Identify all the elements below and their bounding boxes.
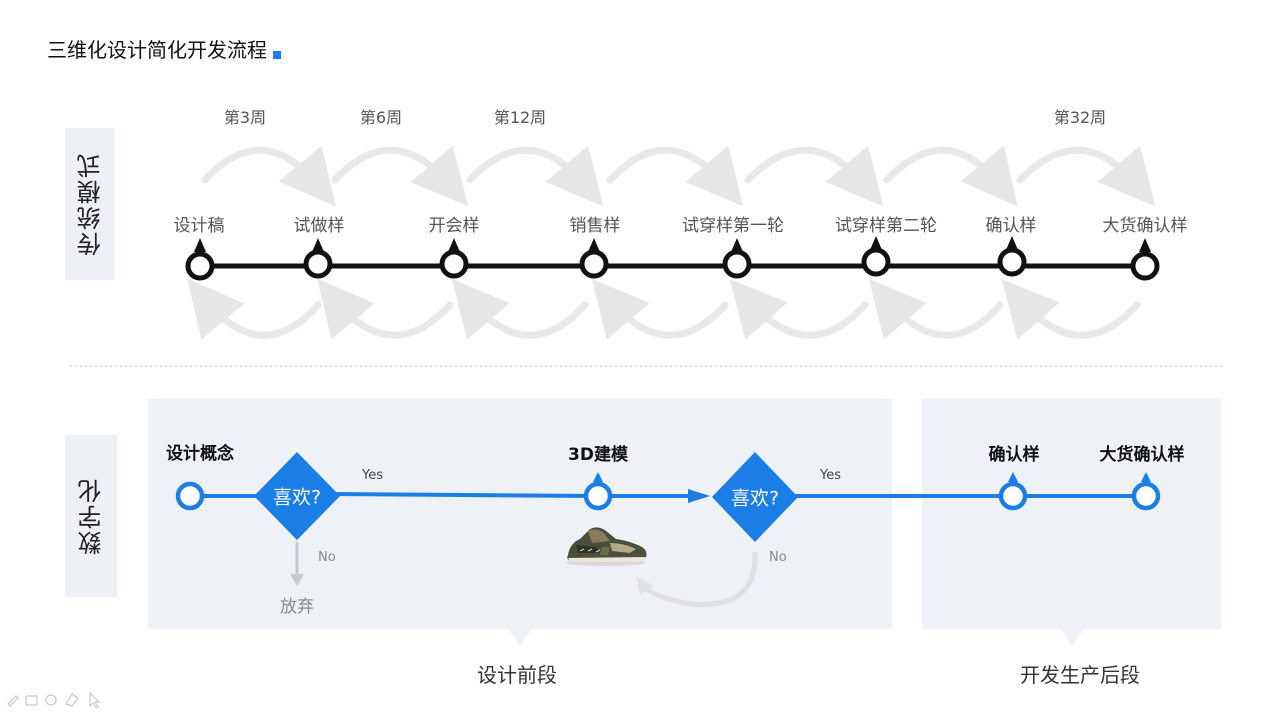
step-label: 试做样 [293,216,345,236]
eraser-icon [65,693,79,707]
cycle-arrow [883,145,1018,207]
step-label: 开会样 [428,216,480,236]
week-label: 第3周 [223,108,267,127]
cycle-arrow [868,278,1004,340]
cycle-arrow [451,278,589,340]
lower-cycle-arrows [187,278,1141,340]
node-label-bulk-confirm: 大货确认样 [1099,445,1185,465]
flow-line [329,492,599,498]
no-arrow-head [290,574,304,586]
node-label-confirm-sample: 确认样 [988,445,1040,465]
no-label-2: No [769,550,787,565]
production-back-panel [922,399,1221,629]
loop-back-arrow [640,551,758,608]
digital-node [583,472,613,511]
cycle-arrow [1016,145,1156,207]
timeline-node [1130,238,1160,281]
zoom-icon [45,694,57,706]
front-panel-pointer [508,629,532,645]
step-label: 设计稿 [173,216,225,236]
stage-label-back: 开发生产后段 [1020,663,1140,687]
node-label-design-concept: 设计概念 [166,444,234,464]
week-label: 第12周 [493,108,547,127]
yes-label-2: Yes [820,468,841,483]
cycle-arrow [606,145,744,207]
timeline-node [185,238,215,281]
presentation-toolbar [7,691,101,709]
digital-node [175,481,205,511]
traditional-side-label: 传统模式 [65,128,115,280]
no-label-1: No [318,550,336,565]
week-label: 第6周 [359,108,403,127]
sneaker-image [566,527,647,566]
upper-cycle-arrows [201,145,1156,207]
page-title: 三维化设计简化开发流程 [47,34,281,63]
traditional-nodes [185,236,1160,281]
loop-back-arrowhead [636,576,654,594]
flow-arrowhead [688,489,710,503]
title-accent-square [273,51,281,59]
yes-label-1: Yes [362,468,383,483]
cycle-arrow [1001,279,1141,340]
step-label: 试穿样第一轮 [682,216,784,236]
cycle-arrow [331,145,469,207]
step-label: 销售样 [569,216,621,236]
cycle-arrow [591,278,729,340]
timeline-node [439,238,469,279]
decision-diamond-2 [712,452,798,542]
back-panel-pointer [1060,629,1084,645]
digital-node [998,472,1028,511]
step-label: 大货确认样 [1102,216,1188,236]
timeline-node [303,238,333,279]
cycle-arrow [201,145,336,207]
week-label: 第32周 [1053,108,1107,127]
node-label-3d-modeling: 3D建模 [568,445,628,465]
cycle-arrow [729,279,869,340]
timeline-node [579,238,609,279]
timeline-node [997,236,1027,277]
cycle-arrow [317,278,454,340]
page-title-text: 三维化设计简化开发流程 [47,38,267,62]
give-up-label: 放弃 [280,597,314,617]
pen-icon [7,695,19,707]
stage-label-front: 设计前段 [477,663,557,687]
slides-icon [25,695,38,706]
decision-1-text: 喜欢? [272,486,322,509]
pointer-icon [89,691,101,709]
decision-2-text: 喜欢? [730,487,780,510]
decision-diamond-1 [254,452,340,540]
timeline-node [722,238,752,279]
cycle-arrow [466,145,604,207]
cycle-arrow [187,278,322,340]
timeline-node [861,236,891,277]
cycle-arrow [744,145,884,207]
step-label: 试穿样第二轮 [835,216,937,236]
step-label: 确认样 [985,216,1037,236]
digital-side-label: 数字化 [65,435,117,597]
digital-node [1131,472,1161,511]
